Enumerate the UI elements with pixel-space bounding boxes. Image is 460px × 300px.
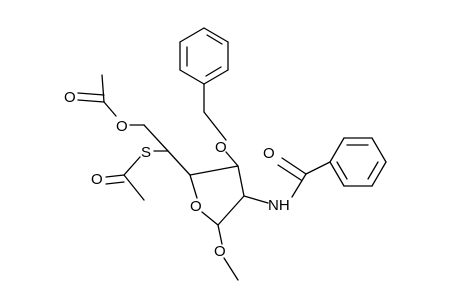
bond xyxy=(329,137,345,163)
atom-o-methoxy: O xyxy=(214,243,226,260)
atom-o-acetyl-carbonyl: O xyxy=(64,89,76,106)
bond xyxy=(201,211,219,226)
atom-o-benzyl-ether: O xyxy=(215,139,227,156)
bond xyxy=(103,101,117,117)
bond xyxy=(225,151,239,167)
benzamide-phenyl-ring xyxy=(329,137,387,187)
bond xyxy=(189,165,239,176)
bond xyxy=(77,99,105,103)
atom-labels: O O S O O O O NH O xyxy=(64,89,290,260)
atom-nh-amide: NH xyxy=(268,197,290,214)
bond xyxy=(123,174,145,201)
bond xyxy=(223,257,239,281)
atom-s-thioacetyl: S xyxy=(141,144,151,161)
bond xyxy=(291,173,307,198)
bond xyxy=(371,161,387,187)
bond xyxy=(189,174,198,199)
bond xyxy=(179,69,205,85)
bond xyxy=(205,66,222,77)
bond xyxy=(336,161,348,180)
atom-o-benzamide-carbonyl: O xyxy=(263,145,275,162)
bond xyxy=(367,161,379,180)
bond xyxy=(167,150,191,176)
bond xyxy=(105,181,125,185)
bond xyxy=(281,157,307,175)
bond xyxy=(206,34,223,45)
bond xyxy=(143,124,169,152)
bond xyxy=(237,165,245,197)
bond xyxy=(329,161,345,187)
backbone-bonds xyxy=(77,74,331,281)
atom-o-acetyl-ester: O xyxy=(116,118,128,135)
bond xyxy=(217,195,245,226)
bond xyxy=(77,92,105,96)
bond xyxy=(277,164,302,181)
bond xyxy=(179,27,205,43)
bond xyxy=(243,195,269,204)
bond xyxy=(305,161,331,175)
bond xyxy=(101,74,105,103)
bond xyxy=(217,224,223,245)
bond xyxy=(123,156,141,176)
bond xyxy=(371,137,387,163)
benzyl-phenyl-ring xyxy=(179,27,229,85)
atom-o-thioacetyl-carbonyl: O xyxy=(91,171,103,188)
atom-o-ring: O xyxy=(190,198,202,215)
bond xyxy=(203,69,229,85)
bond xyxy=(203,111,227,141)
bond xyxy=(203,27,229,43)
bond xyxy=(105,174,125,178)
